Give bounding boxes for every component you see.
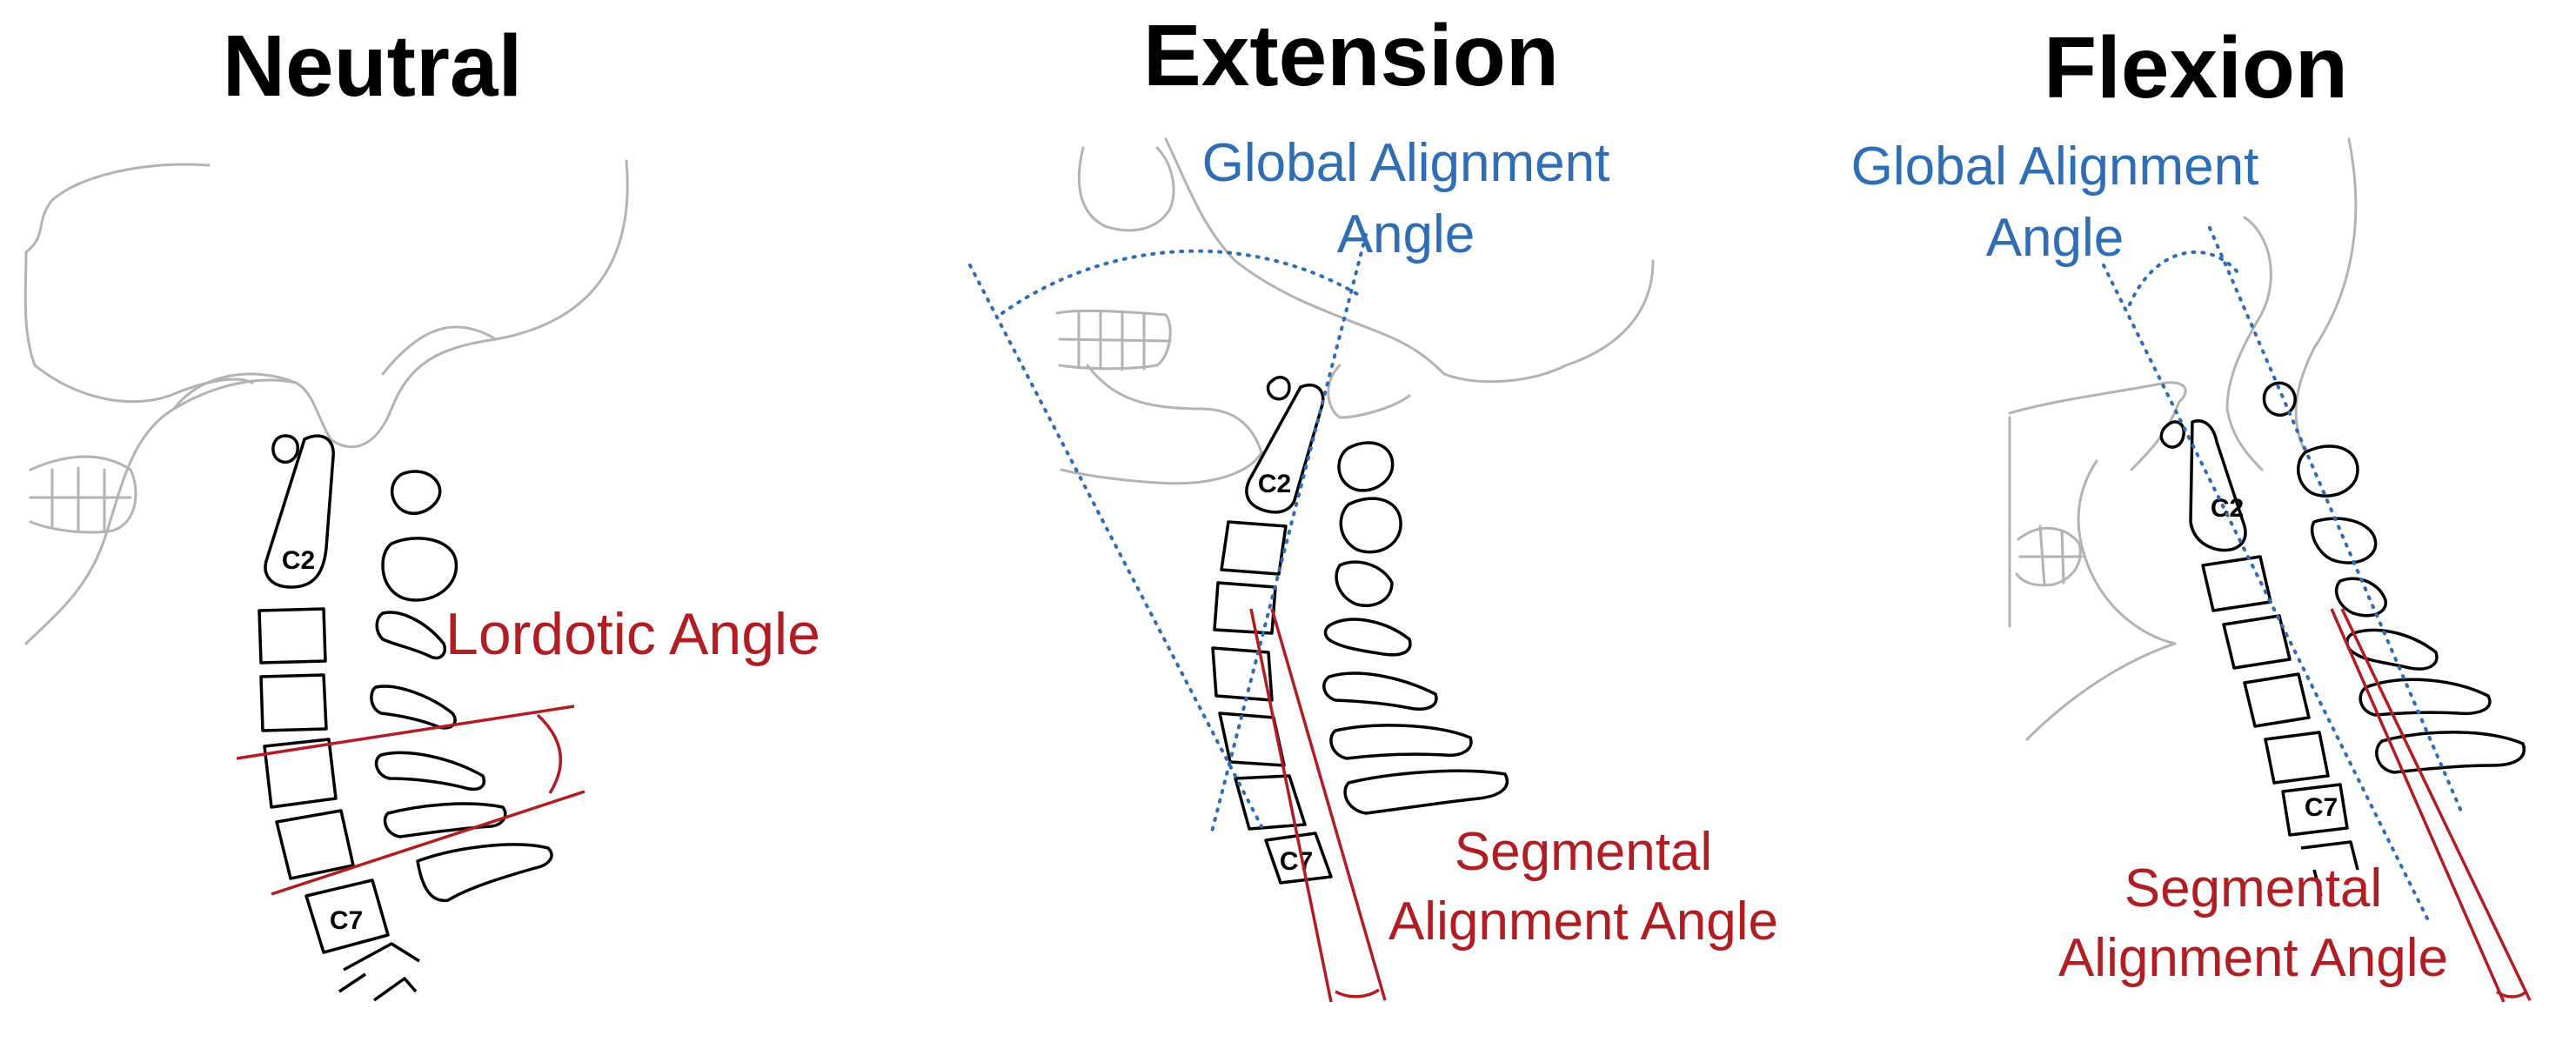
vertebra-label-c7-flexion: C7 xyxy=(2305,793,2338,822)
vertebrae-extension xyxy=(1211,376,1509,885)
panel-title-flexion: Flexion xyxy=(2044,19,2348,117)
panel-extension: Extension C2 C7 xyxy=(968,7,1778,1003)
global-angle-label-line1-extension: Global Alignment xyxy=(1202,133,1610,193)
segmental-angle-label-line2-flexion: Alignment Angle xyxy=(2058,928,2448,988)
segmental-angle-label-line2-extension: Alignment Angle xyxy=(1388,892,1778,952)
lordotic-angle-lines xyxy=(236,705,585,896)
skull-outline-neutral xyxy=(23,159,629,645)
panel-title-neutral: Neutral xyxy=(223,17,523,115)
global-angle-label-line2-flexion: Angle xyxy=(1986,208,2124,268)
segmental-alignment-angle-lines-flexion xyxy=(2330,608,2532,1003)
vertebra-label-c2-neutral: C2 xyxy=(282,546,315,575)
vertebrae-flexion xyxy=(2159,381,2526,897)
global-angle-label-line2-extension: Angle xyxy=(1337,204,1475,264)
segmental-alignment-angle-lines-extension xyxy=(1249,608,1387,1003)
global-alignment-angle-lines-flexion xyxy=(2102,226,2464,924)
vertebrae-neutral xyxy=(258,434,553,1002)
global-alignment-angle-lines-extension xyxy=(968,233,1368,837)
skull-outline-extension xyxy=(1055,137,1655,485)
lordotic-angle-label: Lordotic Angle xyxy=(445,601,820,667)
panel-title-extension: Extension xyxy=(1143,7,1559,104)
segmental-angle-label-line1-flexion: Segmental xyxy=(2124,858,2382,918)
vertebra-label-c7-extension: C7 xyxy=(1280,847,1313,876)
segmental-angle-label-line1-extension: Segmental xyxy=(1455,822,1712,882)
global-angle-label-line1-flexion: Global Alignment xyxy=(1851,137,2259,197)
panel-neutral: Neutral C2 C7 xyxy=(23,17,820,1002)
vertebra-label-c7-neutral: C7 xyxy=(330,906,363,935)
vertebra-label-c2-flexion: C2 xyxy=(2211,494,2244,523)
vertebra-label-c2-extension: C2 xyxy=(1258,470,1291,498)
panel-flexion: Flexion xyxy=(1851,19,2532,1003)
